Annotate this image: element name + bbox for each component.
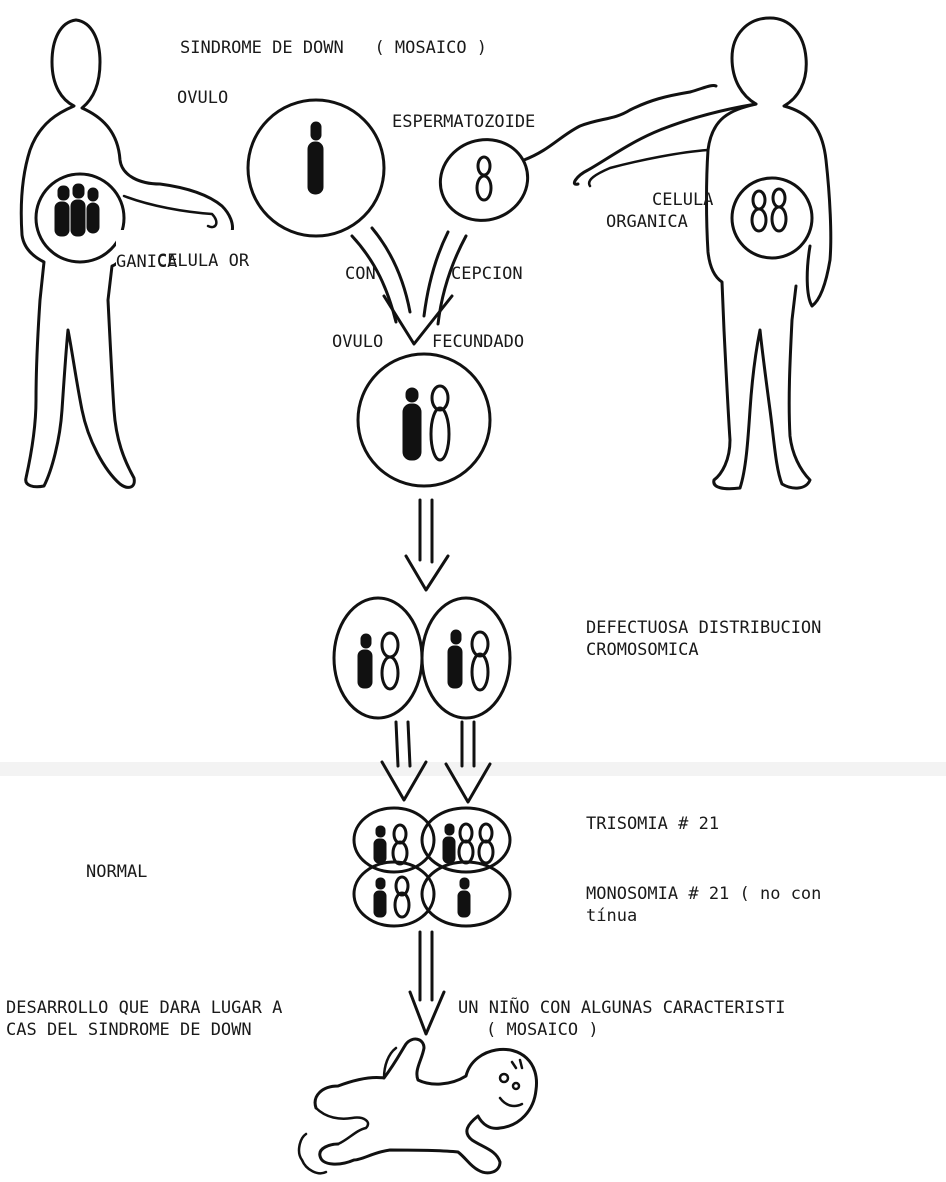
label-celula-organica-right-line2: ORGANICA <box>606 212 688 233</box>
label-espermatozoide: ESPERMATOZOIDE <box>390 112 537 133</box>
fertilized-ovule-cell <box>358 354 490 486</box>
two-cell-stage <box>334 598 510 718</box>
label-ovulo: OVULO <box>177 88 228 109</box>
right-organic-cell <box>732 178 812 258</box>
label-celula-organica-right-line1: CELULA <box>652 190 713 211</box>
label-celula-organica-left-line2: GANICA <box>116 252 177 273</box>
arrow-to-division <box>406 500 448 590</box>
label-mosaico: ( MOSAICO ) <box>486 1020 599 1041</box>
label-con: CON <box>345 264 376 285</box>
right-cell-chromosomes <box>752 189 786 231</box>
left-organic-cell <box>36 174 124 262</box>
label-normal: NORMAL <box>86 862 147 883</box>
label-monosomia-21: MONOSOMIA # 21 ( no con <box>586 884 821 905</box>
label-desarrollo-line1: DESARROLLO QUE DARA LUGAR A <box>6 998 282 1019</box>
conception-arrows <box>352 228 466 344</box>
label-cromosomica: CROMOSOMICA <box>586 640 699 661</box>
label-monosomia-continua: tínua <box>586 906 637 927</box>
label-cepcion: CEPCION <box>451 264 523 285</box>
label-ovulo-fecundado-a: OVULO <box>332 332 383 353</box>
label-desarrollo-line2: CAS DEL SINDROME DE DOWN <box>6 1020 252 1041</box>
label-defectuosa-distribucion: DEFECTUOSA DISTRIBUCION <box>586 618 821 639</box>
left-cell-chromosomes <box>55 184 99 236</box>
arrow-to-development <box>410 932 444 1034</box>
ovule-cell <box>248 100 384 236</box>
label-ovulo-fecundado-b: FECUNDADO <box>432 332 524 353</box>
diagram-title: SINDROME DE DOWN ( MOSAICO ) <box>180 38 487 59</box>
label-trisomia-21: TRISOMIA # 21 <box>586 814 719 835</box>
baby-drawing <box>299 1039 536 1173</box>
label-desarrollo-line1b: UN NIÑO CON ALGUNAS CARACTERISTI <box>458 998 786 1019</box>
four-cell-stage <box>354 808 510 926</box>
